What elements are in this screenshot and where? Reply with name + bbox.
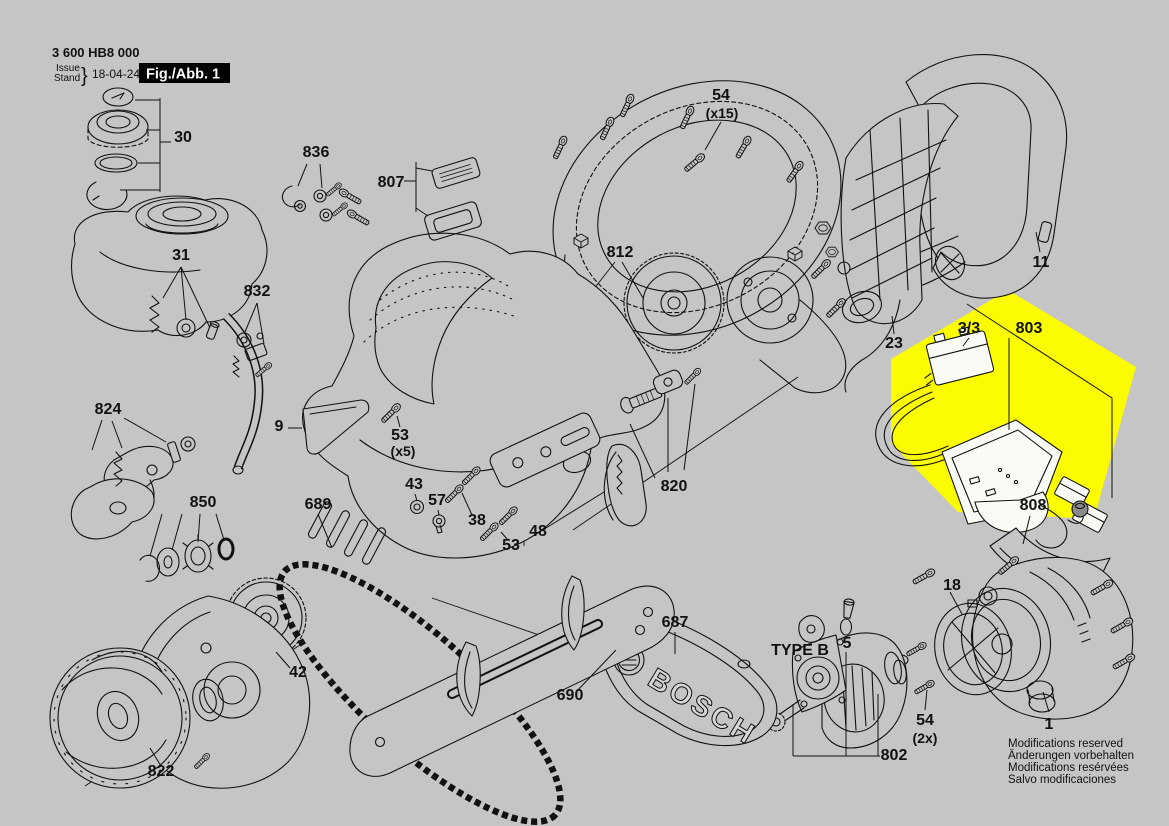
part-label-687: 687: [662, 614, 689, 631]
issue-label-en: Issue: [56, 63, 80, 74]
part-824-drawing: [70, 436, 196, 540]
part-850-drawing: [139, 534, 235, 582]
issue-label-de: Stand: [54, 73, 80, 84]
figure-label-box: [139, 63, 230, 83]
part-label-822: 822: [148, 763, 175, 780]
part-label-54-x15-qty: (x15): [706, 105, 739, 121]
part-label-3-3: 3/3: [958, 320, 980, 337]
figure-label: Fig./Abb. 1: [146, 67, 220, 83]
part-label-824: 824: [95, 401, 122, 418]
part-832-drawing: [232, 332, 274, 379]
part-label-54-2x-qty: (2x): [913, 730, 938, 746]
footer-line-fr: Modifications resérvées: [1008, 762, 1129, 774]
part-label-18: 18: [943, 577, 961, 594]
issue-brace: }: [81, 65, 88, 87]
part-label-9: 9: [275, 418, 284, 435]
part-label-832: 832: [244, 283, 271, 300]
part-label-57: 57: [428, 492, 446, 509]
part-label-48: 48: [529, 523, 547, 540]
part-label-38: 38: [468, 512, 486, 529]
part-label-54-2x: 54: [916, 712, 934, 729]
part-802-drawing: [766, 598, 908, 749]
part-820-drawing: [620, 366, 703, 414]
part-48-drawing: [603, 444, 647, 527]
footer-line-es: Salvo modificaciones: [1008, 774, 1116, 786]
part-836-drawing: [281, 181, 349, 222]
part-label-808: 808: [1020, 497, 1047, 514]
part-label-5: 5: [843, 635, 852, 652]
footer-line-de: Änderungen vorbehalten: [1008, 750, 1134, 762]
part-label-850: 850: [190, 494, 217, 511]
part-label-689: 689: [305, 496, 332, 513]
part-label-23: 23: [885, 335, 903, 352]
part-label-690: 690: [557, 687, 584, 704]
part-9-drawing: [302, 399, 370, 455]
part-label-42: 42: [289, 664, 307, 681]
part-18-drawing: [893, 599, 1012, 696]
part-label-802: 802: [881, 747, 908, 764]
part-label-53-x5-qty: (x5): [391, 443, 416, 459]
part-label-30: 30: [174, 129, 192, 146]
part-label-31: 31: [172, 247, 190, 264]
part-guard-drawing: [825, 102, 959, 393]
part-1-drawing: [911, 554, 1137, 720]
part-label-53-x5: 53: [391, 427, 409, 444]
footer-line-en: Modifications reserved: [1008, 738, 1123, 750]
part-label-803: 803: [1016, 320, 1043, 337]
part-labels: 30 836 807 31 832 824 9 53 (x5) 43 57 85…: [95, 87, 1054, 780]
part-label-1: 1: [1045, 716, 1054, 733]
part-30-drawing: [86, 87, 149, 211]
part-label-54-x15: 54: [712, 87, 730, 104]
part-label-807: 807: [378, 174, 405, 191]
part-803-assembly-drawing: [875, 326, 1108, 549]
part-label-11: 11: [1033, 254, 1050, 271]
part-label-type-b: TYPE B: [771, 642, 829, 659]
part-label-836: 836: [303, 144, 330, 161]
leader-lines: [91, 98, 1113, 767]
part-fins-drawing: [456, 575, 585, 717]
issue-date: 18-04-24: [92, 67, 140, 81]
part-label-812: 812: [607, 244, 634, 261]
part-31-drawing: [71, 195, 268, 475]
footer-disclaimer: Modifications reserved Änderungen vorbeh…: [1008, 738, 1134, 786]
part-label-53: 53: [502, 537, 520, 554]
part-822-drawing: [49, 595, 311, 789]
part-housing-drawing: [302, 186, 666, 565]
header: 3 600 HB8 000 Issue Stand } 18-04-24 Fig…: [52, 45, 230, 87]
part-807-drawing: [424, 157, 482, 241]
part-mount-plate-drawing: [489, 412, 601, 488]
part-label-820: 820: [661, 478, 688, 495]
part-label-43: 43: [405, 476, 423, 493]
product-number: 3 600 HB8 000: [52, 45, 139, 60]
